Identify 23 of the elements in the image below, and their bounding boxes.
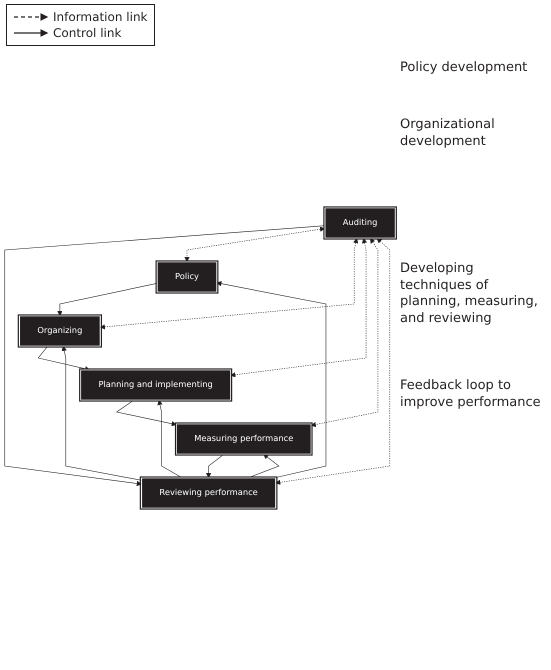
arrow — [57, 283, 158, 316]
process-box: Auditing — [324, 207, 396, 239]
arrow — [310, 238, 378, 428]
legend-label: Information link — [53, 10, 148, 24]
process-box: Policy — [156, 261, 218, 293]
legend-label: Control link — [53, 26, 122, 40]
arrow — [116, 400, 177, 426]
annotation-text: Developing techniques of planning, measuring, and reviewing — [400, 260, 539, 328]
arrow — [184, 226, 325, 262]
arrow — [216, 281, 326, 478]
annotation-text: Policy development — [400, 60, 528, 77]
arrow — [230, 238, 368, 378]
arrow — [62, 346, 142, 481]
annotation-text: Organizational development — [400, 116, 496, 151]
arrow — [206, 454, 224, 478]
process-box: Planning and implementing — [80, 369, 232, 401]
arrow — [275, 238, 390, 485]
arrow — [4, 225, 326, 486]
process-box: Organizing — [19, 315, 101, 347]
annotation-text: Feedback loop to improve performance — [400, 378, 542, 412]
arrow — [100, 238, 358, 330]
process-box: Reviewing performance — [141, 477, 276, 509]
process-box: Measuring performance — [176, 423, 312, 455]
